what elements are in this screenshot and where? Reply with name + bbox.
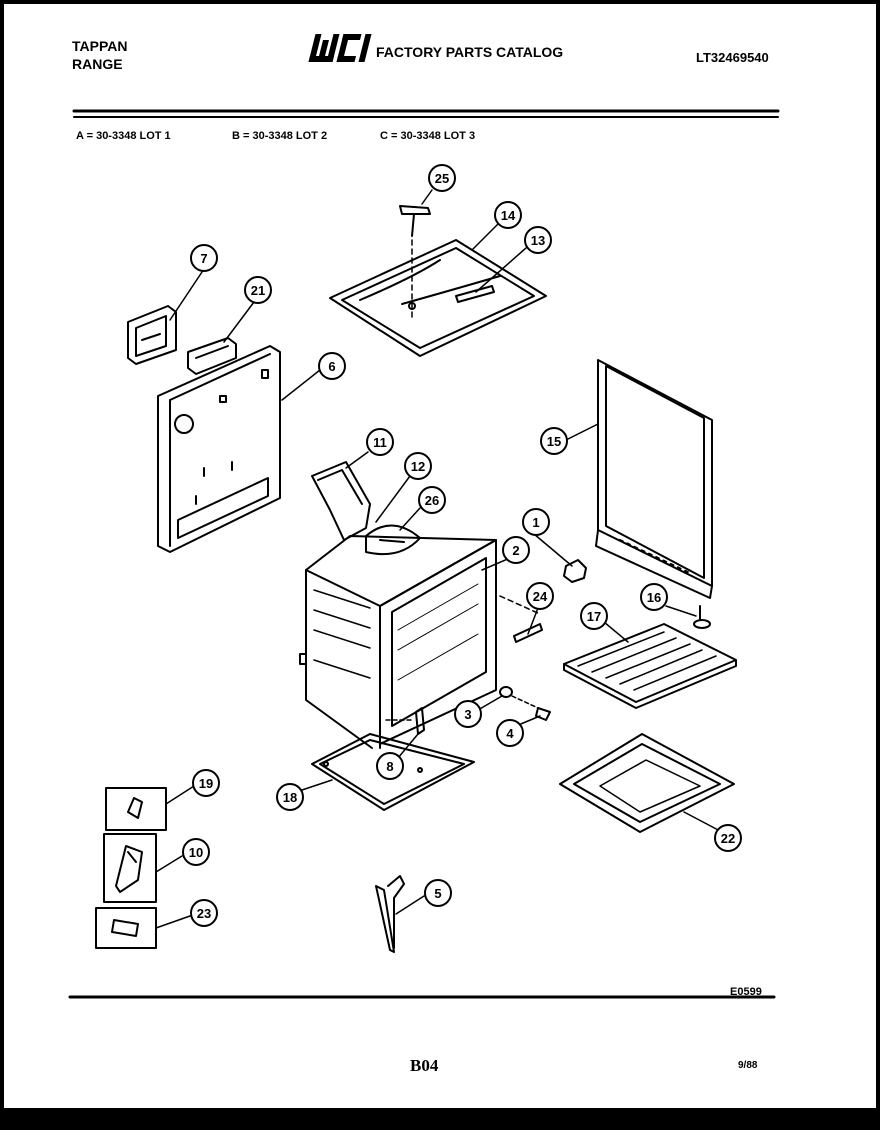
part-1-knob — [563, 559, 587, 583]
callout-24: 24 — [526, 582, 554, 610]
wci-logo — [308, 34, 372, 62]
callout-8: 7 — [190, 244, 218, 272]
part-8-bracket — [127, 305, 177, 365]
callout-21: 21 — [244, 276, 272, 304]
callout-4-label: 4 — [506, 726, 514, 741]
brand-name: TAPPAN — [72, 38, 128, 54]
callout-15: 15 — [540, 427, 568, 455]
callout-25-label: 25 — [435, 171, 449, 186]
lot-c-label: C = 30-3348 LOT 3 — [380, 130, 476, 142]
callout-13-label: 13 — [531, 233, 545, 248]
part-11-vent-duct — [311, 461, 371, 541]
callout-17: 17 — [580, 602, 608, 630]
callout-1: 1 — [522, 508, 550, 536]
callout-5-label: 5 — [434, 886, 441, 901]
callout-22: 22 — [714, 824, 742, 852]
part-14-cooktop — [329, 239, 547, 357]
callout-19-label: 19 — [199, 776, 213, 791]
callout-11-label: 11 — [373, 435, 387, 450]
page-number: B04 — [410, 1056, 439, 1075]
catalog-title: FACTORY PARTS CATALOG — [376, 44, 564, 60]
part-6-clip — [385, 707, 425, 735]
callout-26-label: 26 — [425, 493, 439, 508]
leader-lines — [155, 189, 723, 929]
callout-14-label: 14 — [501, 208, 516, 223]
callout-2: 2 — [502, 536, 530, 564]
part-4-screw — [511, 695, 551, 721]
callout-24-label: 24 — [533, 589, 548, 604]
part-10-inset — [103, 833, 157, 903]
callout-5: 5 — [424, 879, 452, 907]
callout-3-label: 3 — [464, 707, 471, 722]
callout-25: 25 — [428, 164, 456, 192]
callout-14: 14 — [494, 201, 522, 229]
callout-19: 19 — [192, 769, 220, 797]
part-21-block — [187, 337, 237, 375]
part-18-oven-bottom — [311, 733, 475, 811]
callout-4: 4 — [496, 719, 524, 747]
callout-12-label: 12 — [411, 459, 425, 474]
callout-22-label: 22 — [721, 831, 735, 846]
callout-7-label: 6 — [328, 359, 335, 374]
exploded-parts-diagram: 25 14 13 7 21 6 15 11 12 26 1 2 24 16 17… — [68, 109, 780, 999]
part-13-strip — [455, 285, 495, 303]
callout-16: 16 — [640, 583, 668, 611]
lot-b-label: B = 30-3348 LOT 2 — [232, 130, 328, 142]
callout-13: 13 — [524, 226, 552, 254]
product-type: RANGE — [72, 56, 123, 72]
part-19-inset — [105, 787, 167, 831]
lot-a-label: A = 30-3348 LOT 1 — [76, 130, 171, 142]
callout-16-label: 16 — [647, 590, 661, 605]
callout-21-label: 21 — [251, 283, 265, 298]
callout-17-label: 17 — [587, 609, 601, 624]
part-26-burner-cap — [365, 524, 421, 556]
callout-10: 10 — [182, 838, 210, 866]
revision-date: 9/88 — [738, 1060, 758, 1071]
callout-7: 6 — [318, 352, 346, 380]
callout-23: 23 — [190, 899, 218, 927]
callout-1-label: 1 — [532, 515, 539, 530]
callout-26: 26 — [418, 486, 446, 514]
catalog-sheet: { "header": { "brand_line1": "TAPPAN", "… — [4, 4, 876, 1108]
callout-10-label: 10 — [189, 845, 203, 860]
part-22-broiler-pan — [559, 733, 735, 833]
callout-3: 3 — [454, 700, 482, 728]
part-17-oven-rack — [563, 623, 737, 709]
callouts: 25 14 13 7 21 6 15 11 12 26 1 2 24 16 17… — [182, 164, 742, 927]
callout-12: 12 — [404, 452, 432, 480]
part-23-inset — [95, 907, 157, 949]
callout-6-label: 8 — [386, 759, 393, 774]
callout-18-label: 18 — [283, 790, 297, 805]
part-5-wire-bracket — [375, 875, 405, 953]
part-16-leveling-leg — [693, 605, 711, 629]
callout-8-label: 7 — [200, 251, 207, 266]
part-3-nut — [499, 686, 513, 698]
part-25-clip — [399, 205, 431, 321]
callout-11: 11 — [366, 428, 394, 456]
drawing-code: E0599 — [730, 986, 762, 998]
callout-2-label: 2 — [512, 543, 519, 558]
part-24-hinge — [499, 595, 543, 643]
callout-23-label: 23 — [197, 906, 211, 921]
callout-18: 18 — [276, 783, 304, 811]
part-7-rear-panel — [157, 345, 281, 553]
model-number: LT32469540 — [696, 50, 769, 65]
part-2-oven-body — [299, 535, 497, 749]
callout-6: 8 — [376, 752, 404, 780]
callout-15-label: 15 — [547, 434, 561, 449]
part-15-oven-door — [595, 359, 713, 599]
